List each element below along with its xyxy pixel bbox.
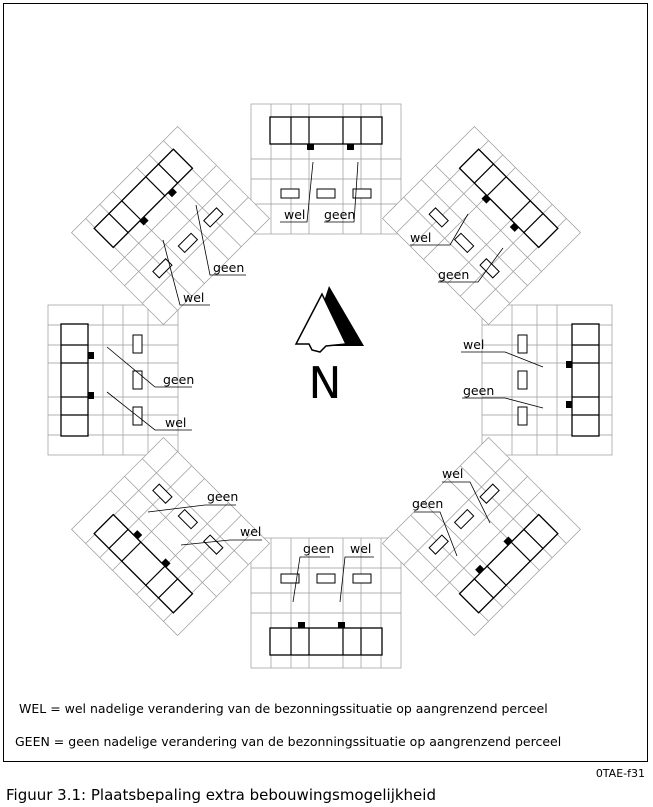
label-wel: wel [463, 337, 484, 352]
label-geen: geen [213, 260, 244, 275]
unit-east [47, 304, 179, 456]
unit-west [481, 304, 613, 456]
unit-north [250, 537, 402, 669]
unit-southwest [381, 125, 582, 326]
label-geen: geen [324, 207, 355, 222]
label-geen: geen [207, 489, 238, 504]
label-wel: wel [350, 541, 371, 556]
leader-lines [106, 161, 544, 603]
legend-wel: WEL = wel nadelige verandering van de be… [19, 701, 548, 716]
label-wel: wel [284, 207, 305, 222]
label-wel: wel [183, 290, 204, 305]
north-label: N [309, 358, 342, 409]
figure-frame [3, 3, 648, 762]
label-geen: geen [303, 541, 334, 556]
label-geen: geen [438, 267, 469, 282]
label-geen: geen [412, 496, 443, 511]
label-wel: wel [410, 230, 431, 245]
label-wel: wel [442, 466, 463, 481]
unit-southeast [70, 125, 271, 326]
north-arrow-icon [294, 286, 364, 353]
label-geen: geen [163, 372, 194, 387]
label-wel: wel [165, 415, 186, 430]
unit-northwest [381, 436, 582, 637]
figure-caption: Figuur 3.1: Plaatsbepaling extra bebouwi… [6, 786, 436, 804]
legend-geen: GEEN = geen nadelige verandering van de … [15, 734, 562, 749]
figure-code: 0TAE-f31 [595, 767, 645, 780]
label-wel: wel [240, 524, 261, 539]
label-geen: geen [463, 383, 494, 398]
